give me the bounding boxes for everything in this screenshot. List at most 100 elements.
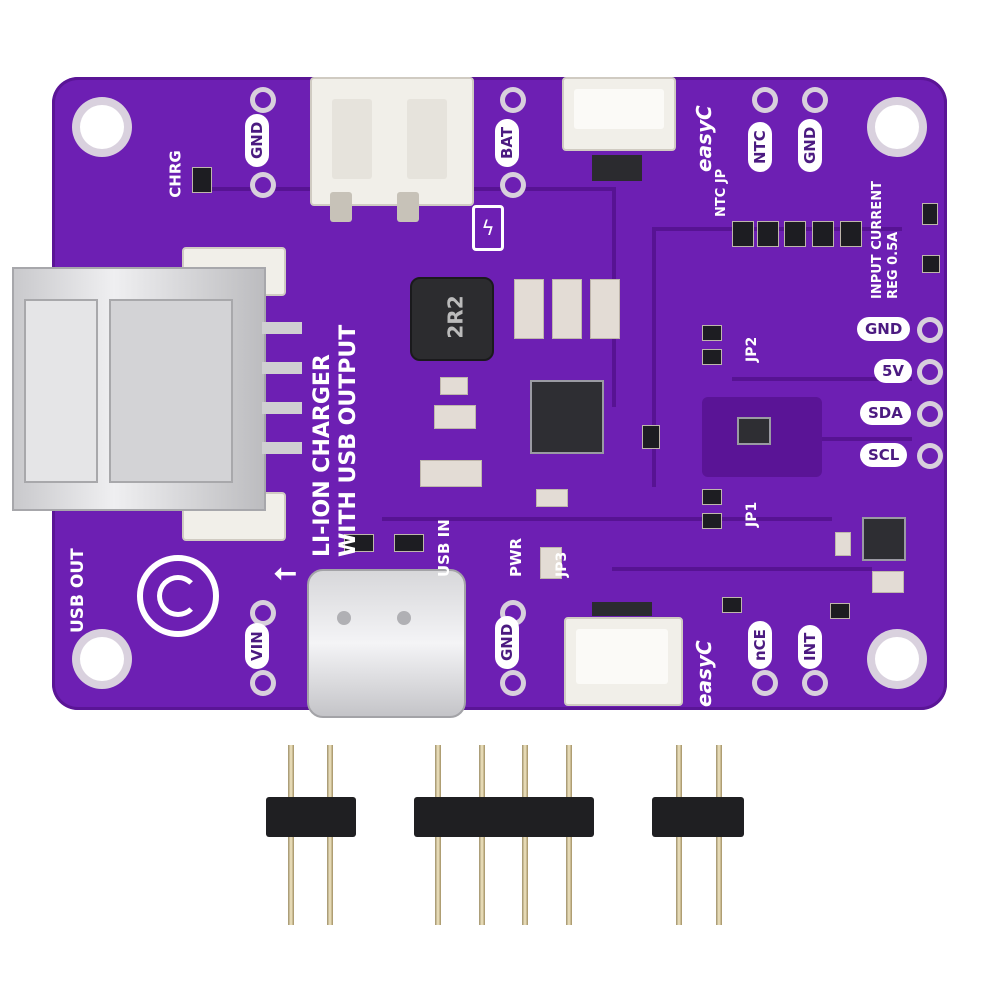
capacitor	[536, 489, 568, 507]
input-current-text: INPUT CURRENT	[870, 181, 885, 299]
capacitor	[872, 571, 904, 593]
resistor	[702, 489, 722, 505]
resistor	[830, 603, 850, 619]
board-title: LI-ION CHARGER WITH USB OUTPUT	[310, 325, 362, 557]
jst-pin	[330, 192, 352, 222]
resistor	[757, 221, 779, 247]
vin-pad	[255, 675, 271, 691]
soldered-logo-icon	[137, 555, 219, 637]
jst-pin	[397, 192, 419, 222]
usb-a-lead	[262, 402, 302, 414]
capacitor	[420, 460, 482, 487]
header-2-pin	[266, 797, 356, 837]
gnd-top-tag: GND	[245, 113, 269, 167]
resistor	[812, 221, 834, 247]
usb-a-lead	[262, 442, 302, 454]
mounting-hole	[875, 637, 919, 681]
resistor	[702, 325, 722, 341]
5v-side-tag: 5V	[874, 359, 913, 383]
trace	[752, 437, 912, 441]
pcb-board: ϟ 2R2	[12, 77, 947, 718]
bat-tag: BAT	[495, 118, 519, 167]
nce-pad	[757, 675, 773, 691]
capacitor	[590, 279, 620, 339]
trace	[612, 567, 872, 571]
sda-side-tag: SDA	[860, 401, 911, 425]
capacitor	[835, 532, 851, 556]
board-title-line2: WITH USB OUTPUT	[336, 324, 361, 557]
bat-pad	[505, 177, 521, 193]
resistor	[344, 534, 374, 552]
gnd-bottom-tag: GND	[495, 615, 519, 669]
easyc-bottom-label: easyC	[692, 640, 716, 707]
usb-a-port	[12, 267, 266, 511]
gnd-pad	[255, 92, 271, 108]
resistor	[394, 534, 424, 552]
ntc-pad	[757, 92, 773, 108]
easyc-top-label: easyC	[692, 105, 716, 172]
vin-tag: VIN	[245, 623, 269, 669]
jp1-label: JP1	[744, 501, 760, 527]
mounting-hole	[875, 105, 919, 149]
mounting-hole	[80, 637, 124, 681]
gnd-pad	[505, 675, 521, 691]
inductor-marking: 2R2	[443, 295, 468, 339]
sda-header-pad	[922, 406, 938, 422]
battery-jst-connector	[310, 77, 474, 206]
usb-c-port	[307, 569, 466, 718]
pwr-label: PWR	[507, 537, 525, 577]
scl-side-tag: SCL	[860, 443, 908, 467]
charger-ic	[530, 380, 604, 454]
int-pad	[807, 675, 823, 691]
transistor	[737, 417, 771, 445]
pwr-led	[540, 547, 562, 579]
usb-a-lead	[262, 322, 302, 334]
easyc-pins	[592, 155, 642, 181]
trace	[732, 377, 912, 381]
trace	[382, 517, 832, 521]
ntc-tag: NTC	[748, 122, 772, 172]
easyc-connector-bottom	[564, 617, 683, 706]
int-tag: INT	[798, 624, 822, 669]
input-current-label: INPUT CURRENT REG 0.5A	[870, 181, 902, 299]
easyc-connector-top	[562, 77, 676, 151]
resistor	[702, 513, 722, 529]
gnd-pad	[255, 177, 271, 193]
usb-a-lead	[262, 362, 302, 374]
chrg-label: CHRG	[166, 150, 185, 198]
resistor	[922, 255, 940, 273]
jp3-label: JP3	[554, 551, 570, 577]
gnd-header-pad	[922, 322, 938, 338]
resistor	[722, 597, 742, 613]
regulator-ic	[862, 517, 906, 561]
pin-headers	[0, 740, 1000, 960]
nce-tag: nCE	[748, 621, 772, 669]
resistor	[732, 221, 754, 247]
trace	[652, 227, 656, 487]
usb-icon: ⭠	[274, 555, 297, 588]
usb-out-label: USB OUT	[68, 548, 88, 633]
reg-text: REG 0.5A	[886, 231, 901, 299]
resistor	[922, 203, 938, 225]
board-title-line1: LI-ION CHARGER	[310, 354, 335, 557]
mounting-hole	[80, 105, 124, 149]
gnd-side-tag: GND	[857, 317, 911, 341]
usb-in-label: USB IN	[435, 519, 453, 577]
gnd-pad	[807, 92, 823, 108]
capacitor	[514, 279, 544, 339]
scl-header-pad	[922, 448, 938, 464]
header-4-pin	[414, 797, 594, 837]
jp2-label: JP2	[744, 336, 760, 362]
resistor	[642, 425, 660, 449]
capacitor	[552, 279, 582, 339]
capacitor	[440, 377, 468, 395]
vin-pad	[255, 605, 271, 621]
capacitor	[434, 405, 476, 429]
header-2-pin	[652, 797, 744, 837]
chrg-led	[192, 167, 212, 193]
resistor	[840, 221, 862, 247]
inductor: 2R2	[410, 277, 494, 361]
5v-header-pad	[922, 364, 938, 380]
resistor	[702, 349, 722, 365]
ntc-jp-label: NTC JP	[714, 168, 729, 217]
